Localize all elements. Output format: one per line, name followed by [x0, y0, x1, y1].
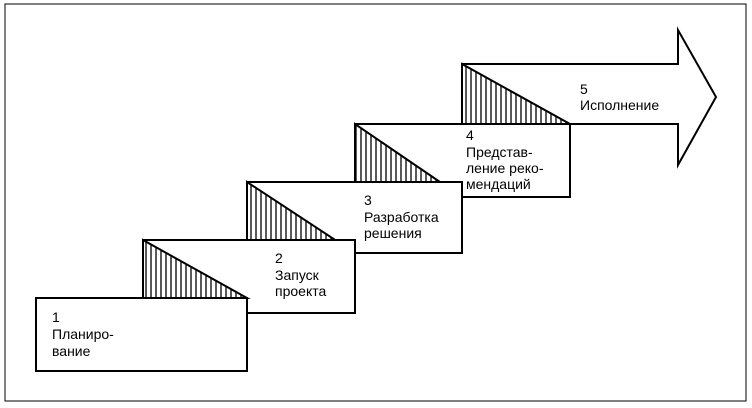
diagram-frame [4, 3, 747, 402]
step-2-number: 2 [275, 250, 283, 266]
step-4-line-1: Представ- [466, 144, 533, 160]
step-3-number: 3 [364, 192, 372, 208]
step-1-number: 1 [52, 309, 60, 325]
step-5-number: 5 [580, 81, 588, 97]
step-3-label: 3 Разработка решения [364, 192, 443, 241]
step-2-line-1: Запуск [275, 267, 320, 283]
step-5-line-1: Исполнение [580, 97, 659, 113]
step-4-line-3: мендаций [466, 176, 531, 192]
step-1-box [35, 297, 248, 372]
step-1-line-1: Планиро- [52, 326, 114, 342]
step-2-line-2: проекта [275, 283, 326, 299]
step-1-line-2: вание [52, 343, 91, 359]
step-3-line-1: Разработка [364, 209, 439, 225]
step-4-label: 4 Представ- ление реко- мендаций [466, 127, 547, 192]
step-4-line-2: ление реко- [466, 160, 544, 176]
step-4-number: 4 [466, 127, 474, 143]
step-2-label: 2 Запуск проекта [275, 250, 326, 299]
step-1: 1 Планиро- вание [35, 297, 248, 372]
step-3-line-2: решения [364, 225, 422, 241]
step-5-label: 5 Исполнение [580, 81, 659, 113]
step-3: 3 Разработка решения [246, 180, 463, 254]
step-1-label: 1 Планиро- вание [52, 309, 118, 359]
